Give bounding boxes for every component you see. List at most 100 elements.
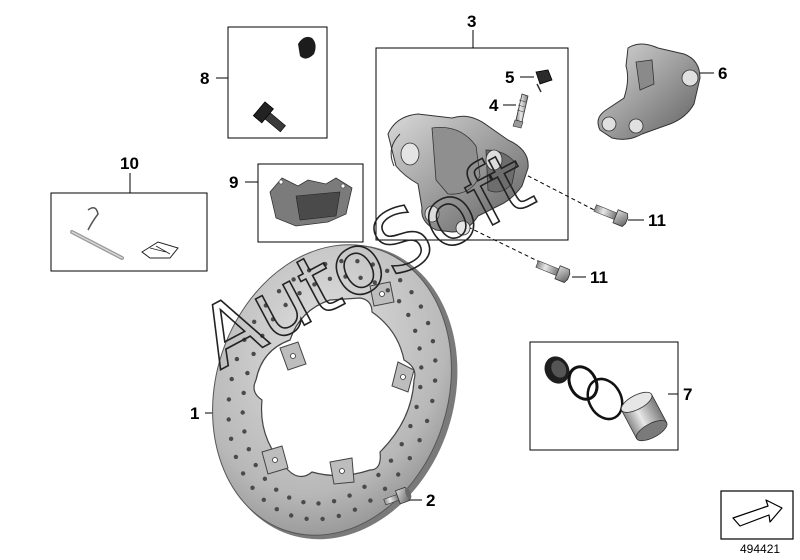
disc-perforation bbox=[226, 417, 231, 422]
disc-perforation bbox=[312, 282, 317, 287]
callout-7[interactable]: 7 bbox=[683, 385, 692, 404]
callout-5[interactable]: 5 bbox=[505, 68, 514, 87]
callout-9[interactable]: 9 bbox=[229, 173, 238, 192]
disc-perforation bbox=[347, 493, 352, 498]
disc-perforation bbox=[297, 291, 302, 296]
disc-perforation bbox=[241, 390, 246, 396]
page-flip-arrow-icon[interactable] bbox=[720, 490, 794, 540]
disc-perforation bbox=[233, 454, 239, 460]
callout-1[interactable]: 1 bbox=[190, 404, 199, 423]
bolt-icon[interactable] bbox=[593, 202, 630, 228]
disc-perforation bbox=[270, 317, 276, 322]
disc-perforation bbox=[262, 476, 268, 481]
disc-perforation bbox=[261, 497, 266, 502]
disc-perforation bbox=[287, 495, 292, 500]
disc-perforation bbox=[301, 500, 306, 505]
disc-perforation bbox=[226, 397, 232, 402]
disc-perforation bbox=[382, 486, 388, 491]
disc-perforation bbox=[358, 275, 363, 280]
disc-perforation bbox=[240, 410, 245, 415]
disc-perforation bbox=[368, 498, 373, 503]
disc-perforation bbox=[283, 302, 288, 308]
disc-perforation bbox=[417, 438, 422, 443]
disc-perforation bbox=[370, 262, 375, 267]
disc-perforation bbox=[414, 404, 419, 410]
bleeder-valve-icon[interactable] bbox=[512, 93, 529, 129]
disc-perforation bbox=[418, 384, 423, 390]
disc-perforation bbox=[399, 442, 404, 447]
disc-perforation bbox=[274, 487, 279, 492]
bolt-icon[interactable] bbox=[382, 486, 413, 509]
disc-perforation bbox=[385, 268, 390, 273]
brake-pads-icon[interactable] bbox=[269, 177, 353, 227]
disc-perforation bbox=[274, 507, 279, 512]
cap-and-screw-icon[interactable] bbox=[252, 36, 316, 136]
disc-perforation bbox=[430, 398, 435, 404]
callout-4[interactable]: 4 bbox=[489, 96, 499, 115]
disc-perforation bbox=[433, 358, 438, 363]
callout-2[interactable]: 2 bbox=[426, 491, 435, 510]
disc-perforation bbox=[327, 276, 333, 281]
callouts: 1 2 3 4 5 6 7 8 9 10 11 11 bbox=[120, 12, 727, 510]
disc-perforation bbox=[316, 501, 321, 506]
disc-perforation bbox=[242, 429, 247, 434]
brake-caliper-icon[interactable] bbox=[387, 113, 529, 236]
group-box-9 bbox=[257, 163, 364, 243]
disc-perforation bbox=[253, 462, 258, 468]
disc-perforation bbox=[396, 472, 401, 477]
bleeder-cap-icon[interactable] bbox=[535, 69, 553, 93]
disc-perforation bbox=[406, 312, 411, 318]
disc-perforation bbox=[413, 328, 418, 333]
disc-perforation bbox=[336, 513, 341, 519]
disc-perforation bbox=[291, 277, 296, 282]
disc-perforation bbox=[425, 320, 431, 326]
disc-perforation bbox=[424, 418, 430, 424]
disc-perforation bbox=[432, 378, 438, 383]
disc-perforation bbox=[240, 471, 246, 476]
disc-perforation bbox=[306, 268, 312, 273]
disc-perforation bbox=[251, 351, 256, 357]
disc-perforation bbox=[250, 485, 255, 490]
disc-perforation bbox=[228, 436, 234, 441]
disc-perforation bbox=[234, 356, 240, 362]
callout-10[interactable]: 10 bbox=[120, 154, 139, 173]
disc-perforation bbox=[419, 365, 424, 370]
bolt-icon[interactable] bbox=[535, 258, 572, 284]
disc-perforation bbox=[376, 472, 381, 478]
disc-perforation bbox=[372, 280, 377, 285]
disc-perforation bbox=[276, 289, 282, 294]
disc-perforation bbox=[398, 278, 403, 283]
caliper-bracket-icon[interactable] bbox=[597, 43, 701, 140]
disc-perforation bbox=[246, 447, 251, 452]
disc-perforation bbox=[343, 274, 348, 279]
group-box-10 bbox=[50, 192, 208, 272]
brake-disc-icon[interactable] bbox=[176, 213, 495, 560]
disc-perforation bbox=[304, 516, 309, 521]
disc-perforation bbox=[289, 513, 294, 518]
disc-perforation bbox=[263, 303, 268, 308]
disc-perforation bbox=[417, 346, 422, 351]
disc-perforation bbox=[430, 339, 436, 344]
group-box-8 bbox=[227, 26, 328, 139]
disc-perforation bbox=[242, 337, 247, 342]
disc-perforation bbox=[352, 507, 358, 512]
disc-perforation bbox=[355, 259, 360, 264]
disc-perforation bbox=[362, 484, 367, 489]
disc-perforation bbox=[320, 516, 325, 522]
disc-perforation bbox=[418, 304, 424, 309]
callout-6[interactable]: 6 bbox=[718, 64, 727, 83]
group-box-7 bbox=[529, 341, 679, 451]
disc-perforation bbox=[331, 499, 337, 504]
pad-pin-kit-icon[interactable] bbox=[70, 207, 179, 260]
callout-3[interactable]: 3 bbox=[467, 12, 476, 31]
callout-11-upper[interactable]: 11 bbox=[648, 211, 666, 230]
callout-11-lower[interactable]: 11 bbox=[590, 268, 608, 287]
disc-perforation bbox=[339, 258, 344, 264]
disc-perforation bbox=[252, 319, 257, 324]
disc-perforation bbox=[396, 299, 402, 304]
disc-perforation bbox=[408, 423, 413, 429]
disc-perforation bbox=[407, 456, 412, 461]
disc-perforation bbox=[245, 370, 250, 376]
callout-8[interactable]: 8 bbox=[200, 69, 209, 88]
piston-seal-kit-icon[interactable] bbox=[540, 352, 670, 445]
